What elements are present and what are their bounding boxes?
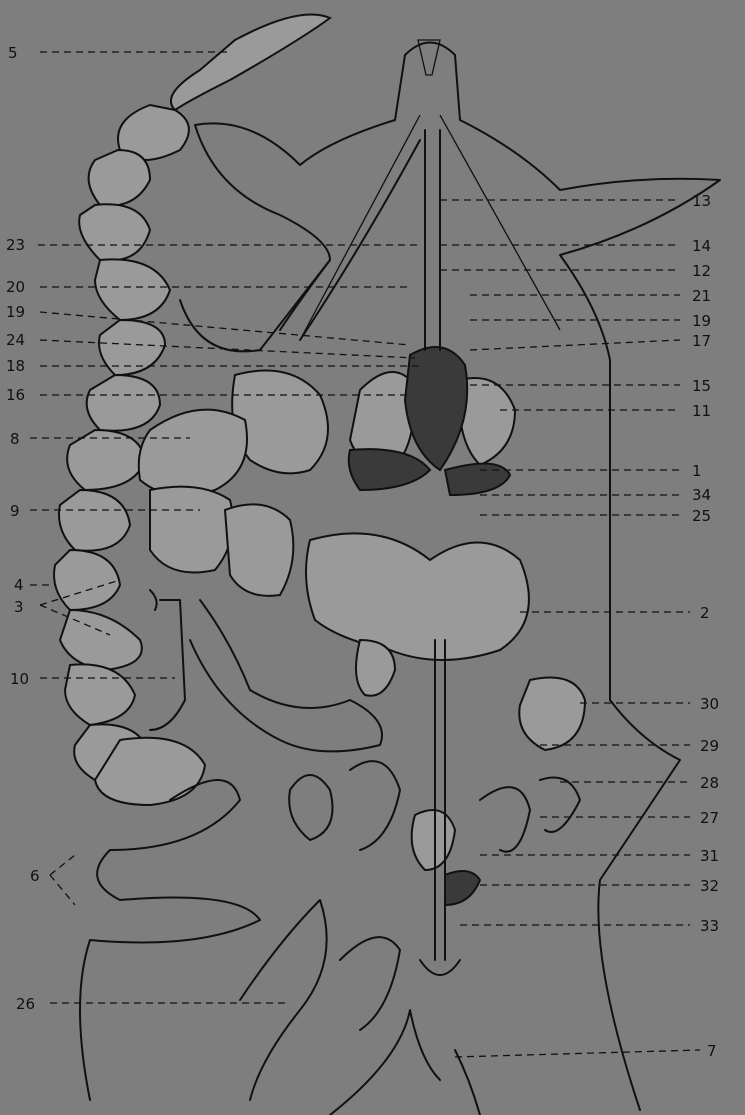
label-19-right: 19	[692, 312, 711, 330]
thorax-organs	[349, 130, 515, 495]
label-26: 26	[16, 995, 35, 1013]
label-4: 4	[14, 576, 24, 594]
label-31: 31	[700, 847, 719, 865]
label-15: 15	[692, 377, 711, 395]
label-34: 34	[692, 486, 711, 504]
label-21: 21	[692, 287, 711, 305]
label-7: 7	[707, 1042, 717, 1060]
label-5: 5	[8, 44, 18, 62]
label-20: 20	[6, 278, 25, 296]
label-1: 1	[692, 462, 702, 480]
label-27: 27	[700, 809, 719, 827]
label-23: 23	[6, 236, 25, 254]
label-11: 11	[692, 402, 711, 420]
label-2: 2	[700, 604, 710, 622]
label-10: 10	[10, 670, 29, 688]
label-12: 12	[692, 262, 711, 280]
label-25: 25	[692, 507, 711, 525]
label-19-left: 19	[6, 303, 25, 321]
label-24: 24	[6, 331, 25, 349]
label-33: 33	[700, 917, 719, 935]
label-14: 14	[692, 237, 711, 255]
liver	[139, 371, 328, 596]
label-30: 30	[700, 695, 719, 713]
label-28: 28	[700, 774, 719, 792]
small-intestine	[80, 600, 400, 1100]
label-8: 8	[10, 430, 20, 448]
label-13: 13	[692, 192, 711, 210]
label-17: 17	[692, 332, 711, 350]
stomach	[306, 533, 529, 695]
label-32: 32	[700, 877, 719, 895]
label-29: 29	[700, 737, 719, 755]
label-18: 18	[6, 357, 25, 375]
label-3: 3	[14, 598, 24, 616]
label-6: 6	[30, 867, 40, 885]
label-16: 16	[6, 386, 25, 404]
label-9: 9	[10, 502, 20, 520]
